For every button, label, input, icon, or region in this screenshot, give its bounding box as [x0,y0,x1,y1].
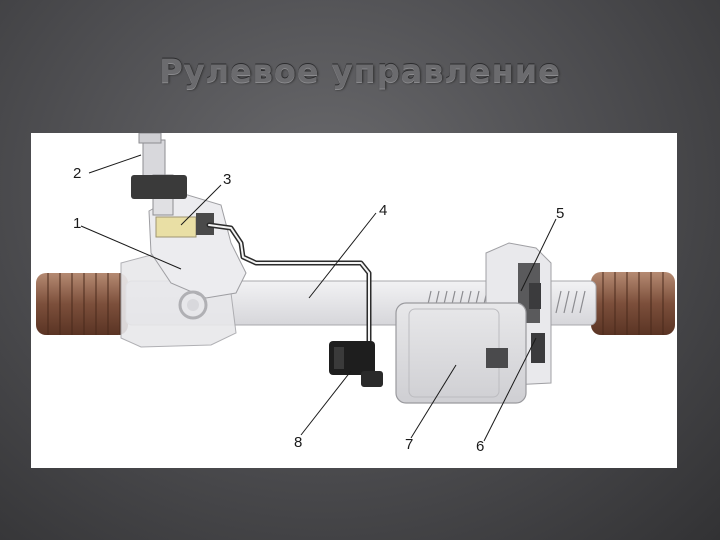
callout-4: 4 [379,202,387,219]
callout-5: 5 [556,205,564,222]
column-nut [131,175,187,199]
leader-1 [80,225,182,270]
torque-sensor [155,216,197,238]
callout-3: 3 [223,171,231,188]
steering-rack-diagram: 2 1 3 4 5 6 7 8 [31,133,677,468]
callout-8: 8 [294,434,302,451]
leader-5 [520,218,557,292]
leader-8 [300,370,352,436]
right-boot [591,272,675,335]
leader-3 [180,184,222,226]
electric-motor [395,302,527,404]
callout-7: 7 [405,436,413,453]
leader-4 [308,212,377,299]
left-boot [36,273,128,335]
pinion-housing [131,133,247,320]
control-pipe [206,222,372,376]
leader-7 [410,364,457,439]
callout-leaders [80,154,557,442]
callout-6: 6 [476,438,484,455]
control-unit [329,341,383,387]
slide-title: Рулевое управление [159,52,561,90]
callout-1: 1 [73,215,81,232]
callout-2: 2 [73,165,81,182]
leader-6 [483,337,537,442]
leader-2 [88,154,142,174]
steering-rack-drawing: 2 1 3 4 5 6 7 8 [36,133,675,455]
